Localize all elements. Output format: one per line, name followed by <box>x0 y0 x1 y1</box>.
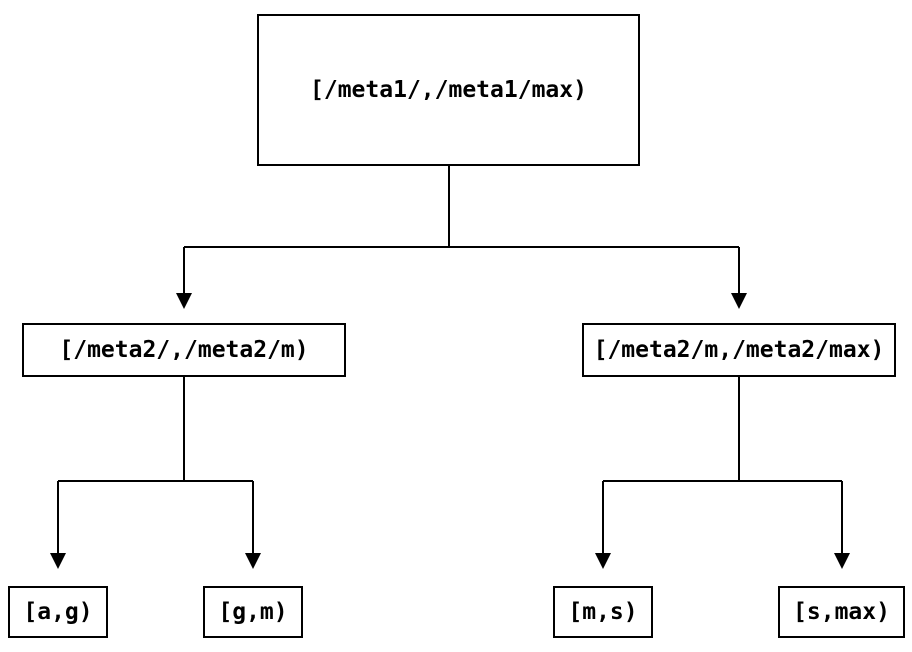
arrowhead-gm <box>245 553 261 569</box>
node-leaf-a-g: [a,g) <box>8 586 108 638</box>
node-meta1-range: [/meta1/,/meta1/max) <box>257 14 640 166</box>
arrowhead-meta2-low <box>176 293 192 309</box>
arrowhead-ms <box>595 553 611 569</box>
arrowhead-ag <box>50 553 66 569</box>
edge-meta2-low-to-children <box>50 377 261 569</box>
node-meta2-low-range: [/meta2/,/meta2/m) <box>22 323 346 377</box>
node-meta2-high-range: [/meta2/m,/meta2/max) <box>582 323 896 377</box>
node-leaf-s-max: [s,max) <box>778 586 905 638</box>
arrowhead-smax <box>834 553 850 569</box>
node-leaf-g-m: [g,m) <box>203 586 303 638</box>
edge-meta2-high-to-children <box>595 377 850 569</box>
node-leaf-m-s: [m,s) <box>553 586 653 638</box>
edge-root-to-children <box>176 166 747 309</box>
arrowhead-meta2-high <box>731 293 747 309</box>
